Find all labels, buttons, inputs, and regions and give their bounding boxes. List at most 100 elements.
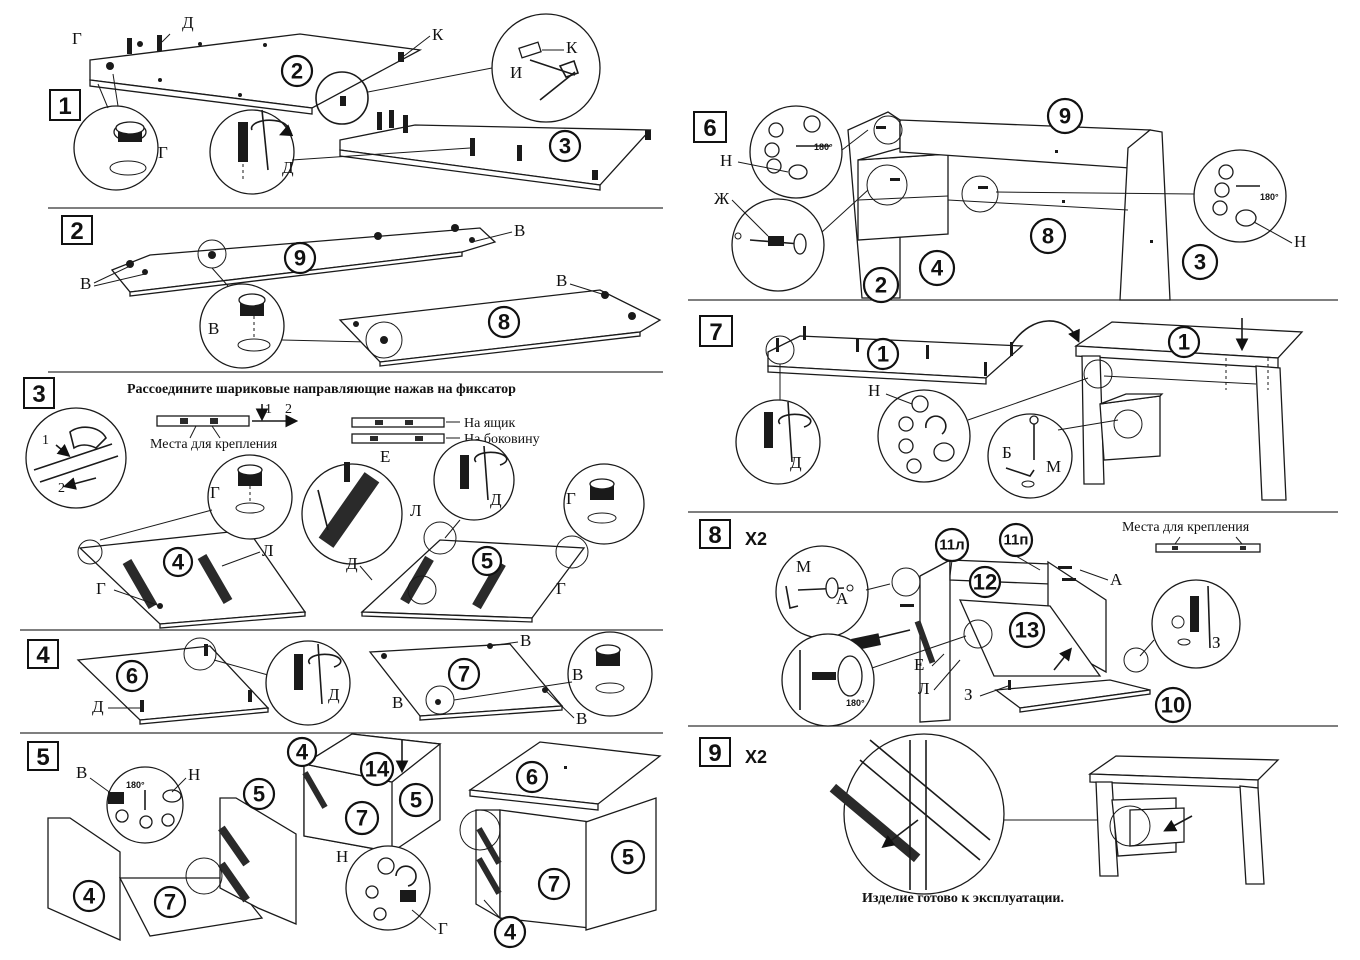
svg-text:180°: 180° bbox=[814, 142, 833, 152]
fastener-m-label: М bbox=[1046, 457, 1061, 476]
svg-text:5: 5 bbox=[410, 788, 422, 813]
fastener-z-label: З bbox=[964, 685, 973, 704]
svg-text:К: К bbox=[566, 38, 578, 57]
svg-text:8: 8 bbox=[1042, 224, 1054, 249]
fastener-g-label: Г bbox=[72, 29, 82, 48]
step-5-badge: 5 bbox=[27, 741, 59, 771]
svg-text:Н: Н bbox=[1294, 232, 1306, 251]
cam-fitting-icon bbox=[898, 395, 955, 474]
part-7-label: 7 bbox=[458, 662, 470, 687]
svg-text:1: 1 bbox=[1178, 330, 1190, 355]
svg-text:Г: Г bbox=[96, 579, 106, 598]
step-2-illustration: 9 8 В В В В bbox=[80, 221, 662, 369]
mount-places-note: Места для крепления bbox=[150, 437, 278, 452]
svg-text:3: 3 bbox=[32, 381, 45, 408]
svg-text:180°: 180° bbox=[126, 780, 145, 790]
step-8-badge: 8 X2 bbox=[699, 519, 767, 549]
step-7-badge: 7 bbox=[699, 315, 733, 347]
svg-text:7: 7 bbox=[164, 890, 176, 915]
svg-text:З: З bbox=[1212, 633, 1221, 652]
part-9-label: 9 bbox=[294, 246, 306, 271]
part-12-label: 12 bbox=[973, 570, 997, 595]
panel-5 bbox=[360, 539, 586, 619]
svg-text:6: 6 bbox=[703, 115, 716, 142]
fastener-b-label: Б bbox=[1002, 443, 1012, 462]
svg-text:4: 4 bbox=[504, 920, 517, 945]
svg-text:9: 9 bbox=[708, 740, 721, 767]
svg-text:8: 8 bbox=[708, 522, 721, 549]
step-1-badge: 1 bbox=[49, 89, 81, 121]
fastener-k-label: К bbox=[432, 25, 444, 44]
svg-text:Л: Л bbox=[918, 679, 930, 698]
screw-icon bbox=[1171, 585, 1211, 649]
step-6-illustration: 9 8 3 4 2 180° Н Ж bbox=[714, 97, 1306, 304]
allen-key-icon bbox=[1005, 415, 1039, 488]
svg-text:Д: Д bbox=[92, 697, 104, 716]
svg-text:2: 2 bbox=[70, 218, 83, 245]
svg-text:В: В bbox=[514, 221, 525, 240]
svg-text:7: 7 bbox=[356, 806, 368, 831]
cam-fitting-icon bbox=[109, 121, 147, 176]
svg-text:Н: Н bbox=[720, 151, 732, 170]
svg-text:В: В bbox=[208, 319, 219, 338]
panel-7 bbox=[118, 877, 264, 937]
svg-text:Д: Д bbox=[328, 685, 340, 704]
svg-text:В: В bbox=[76, 763, 87, 782]
panel-6 bbox=[76, 645, 270, 721]
svg-text:Г: Г bbox=[566, 489, 576, 508]
part-2-label: 2 bbox=[291, 59, 303, 84]
cam-fitting-icon bbox=[237, 293, 271, 352]
fastener-l-label: Л bbox=[262, 541, 274, 560]
svg-text:В: В bbox=[392, 693, 403, 712]
svg-text:7: 7 bbox=[548, 872, 560, 897]
svg-text:3: 3 bbox=[1194, 250, 1206, 275]
svg-text:2: 2 bbox=[58, 481, 65, 496]
step-8-multiplier: X2 bbox=[745, 529, 767, 549]
screwdriver-icon bbox=[799, 650, 863, 710]
svg-text:М: М bbox=[796, 557, 811, 576]
svg-text:4: 4 bbox=[931, 256, 944, 281]
svg-text:Г: Г bbox=[158, 143, 168, 162]
svg-text:2: 2 bbox=[285, 402, 292, 417]
svg-text:1: 1 bbox=[58, 93, 71, 120]
fastener-i-label: И bbox=[510, 63, 522, 82]
step-4-badge: 4 bbox=[27, 639, 59, 669]
fastener-e-label: Е bbox=[380, 447, 390, 466]
fastener-a-label: А bbox=[1110, 570, 1123, 589]
part-3-label: 3 bbox=[559, 134, 571, 159]
fastener-v-label: В bbox=[80, 274, 91, 293]
svg-text:5: 5 bbox=[622, 845, 634, 870]
to-drawer-note: На ящик bbox=[464, 416, 516, 431]
svg-text:Д: Д bbox=[490, 490, 502, 509]
svg-text:2: 2 bbox=[875, 273, 887, 298]
step-9-illustration: Изделие готово к эксплуатации. bbox=[829, 733, 1280, 906]
part-11l-label: 11л bbox=[939, 537, 964, 554]
allen-key-icon bbox=[785, 577, 854, 609]
step-6-badge: 6 bbox=[693, 111, 727, 143]
svg-text:Н: Н bbox=[336, 847, 348, 866]
svg-text:Л: Л bbox=[410, 501, 422, 520]
svg-text:4: 4 bbox=[83, 884, 96, 909]
cam-fitting-icon bbox=[235, 464, 265, 514]
fastener-zh-label: Ж bbox=[714, 189, 730, 208]
svg-text:Д: Д bbox=[790, 453, 802, 472]
svg-text:5: 5 bbox=[36, 744, 49, 771]
step-9-badge: 9 X2 bbox=[699, 737, 767, 767]
svg-text:9: 9 bbox=[1059, 104, 1071, 129]
step-1-illustration: 2 3 Г Д К К И Г Д bbox=[72, 13, 652, 195]
section-separators bbox=[20, 207, 1338, 734]
svg-text:В: В bbox=[572, 665, 583, 684]
step-9-multiplier: X2 bbox=[745, 747, 767, 767]
svg-text:1: 1 bbox=[877, 342, 889, 367]
svg-text:4: 4 bbox=[36, 642, 50, 669]
svg-text:5: 5 bbox=[253, 782, 265, 807]
part-5-label: 5 bbox=[481, 549, 493, 574]
svg-text:Е: Е bbox=[914, 655, 924, 674]
ball-rail-diagram bbox=[156, 415, 250, 427]
svg-text:В: В bbox=[520, 631, 531, 650]
svg-text:Г: Г bbox=[556, 579, 566, 598]
svg-text:4: 4 bbox=[296, 740, 309, 765]
svg-text:В: В bbox=[576, 709, 587, 728]
part-11p-label: 11п bbox=[1004, 532, 1029, 549]
svg-text:1: 1 bbox=[265, 402, 272, 417]
